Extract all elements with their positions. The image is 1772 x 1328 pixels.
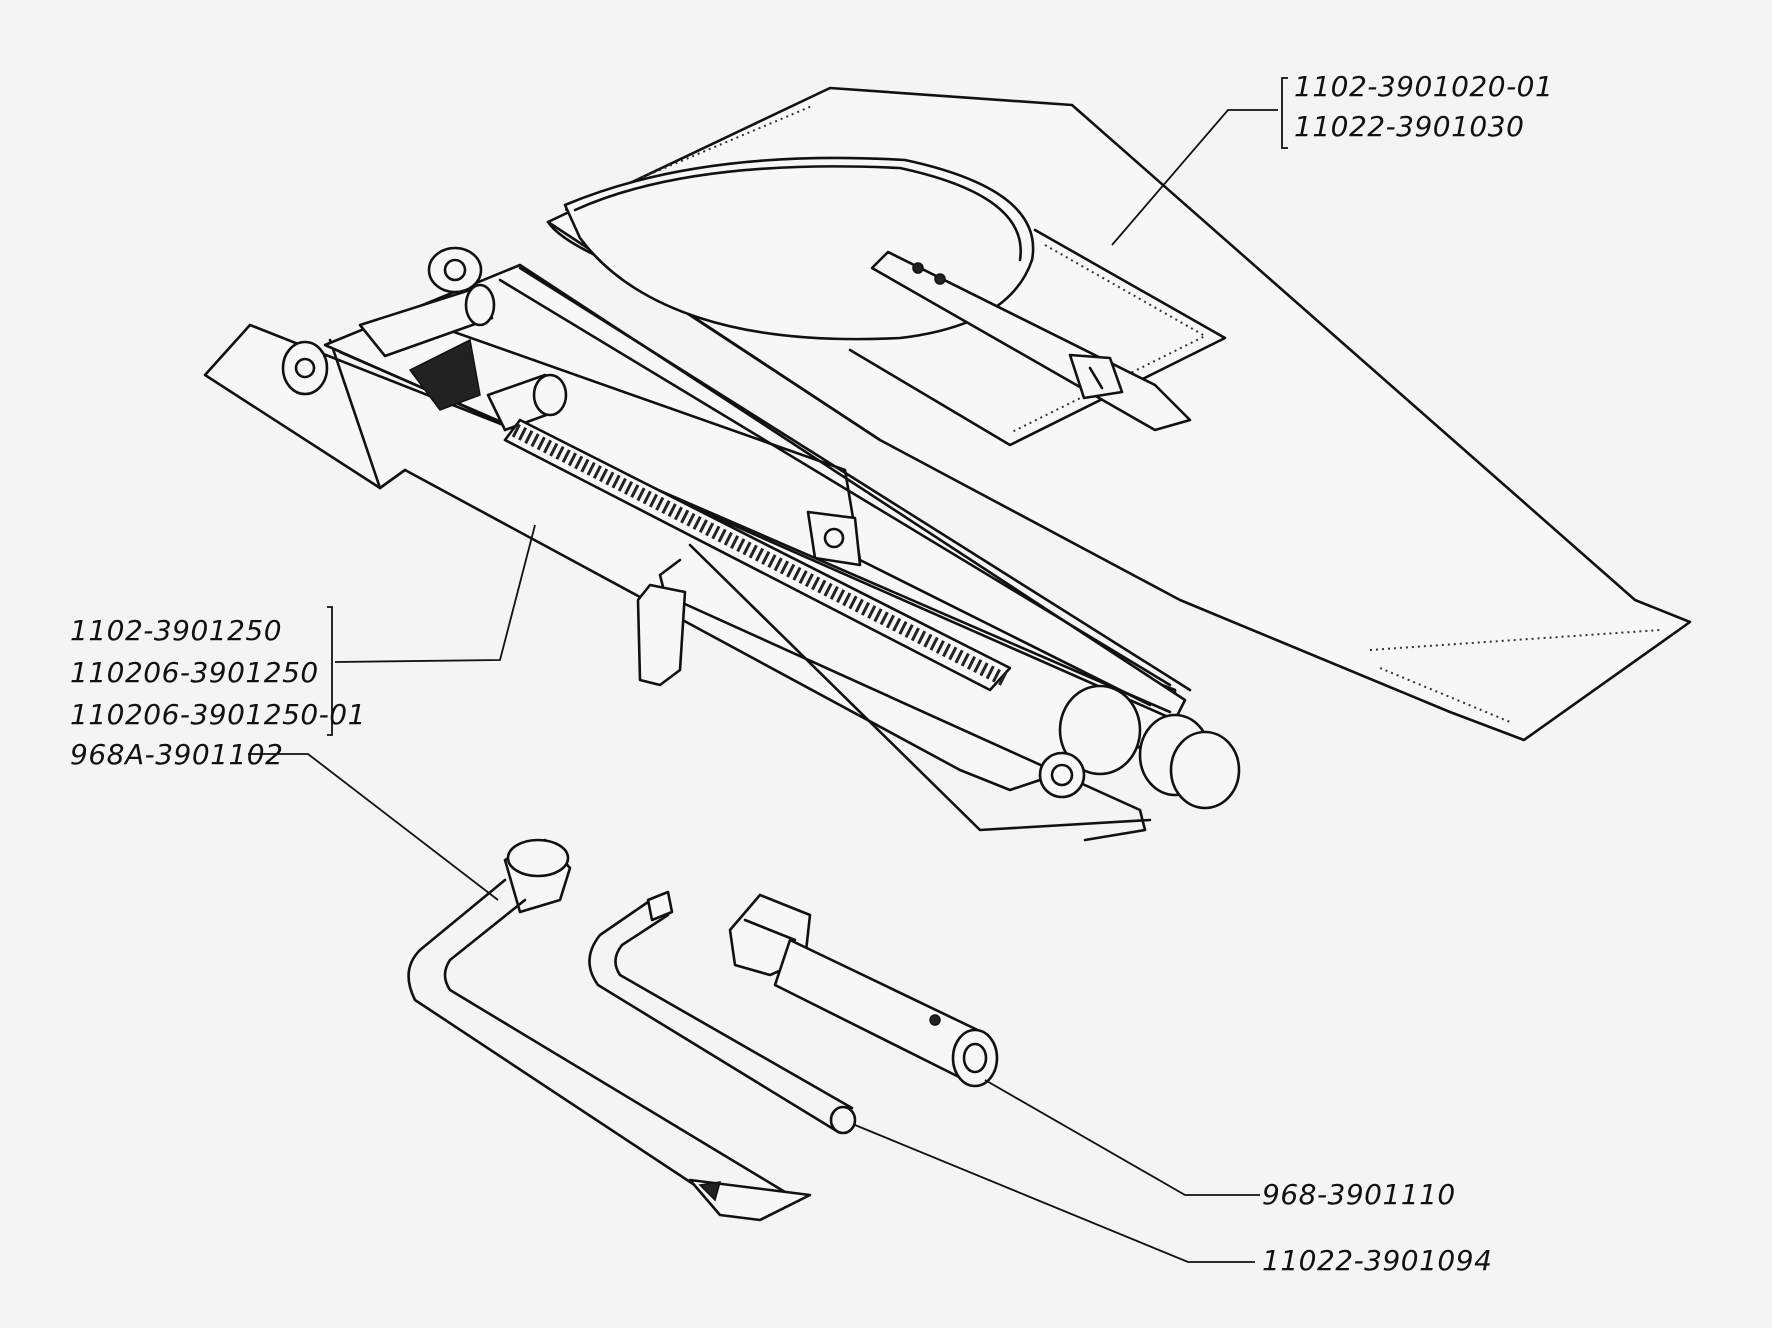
extension-tube [728,893,999,1088]
case-part-number-1: 1102-3901020-01 [1294,70,1553,103]
wrench-part-number: 968A-3901102 [70,738,283,771]
jack [203,246,1241,842]
case-part-number-2: 11022-3901030 [1294,110,1524,143]
jack-part-number-2: 110206-3901250 [70,656,319,689]
wheel-wrench [407,838,812,1222]
jack-part-number-1: 1102-3901250 [70,614,282,647]
handle-bar [588,890,857,1135]
jack-part-number-3: 110206-3901250-01 [70,698,366,731]
part-labels: 1102-3901020-01 11022-3901030 1102-39012… [70,70,1553,1277]
leader-lines [248,77,1288,1263]
tool-case [546,86,1692,742]
handle-part-number: 11022-3901094 [1262,1244,1492,1277]
extension-part-number: 968-3901110 [1262,1178,1456,1211]
